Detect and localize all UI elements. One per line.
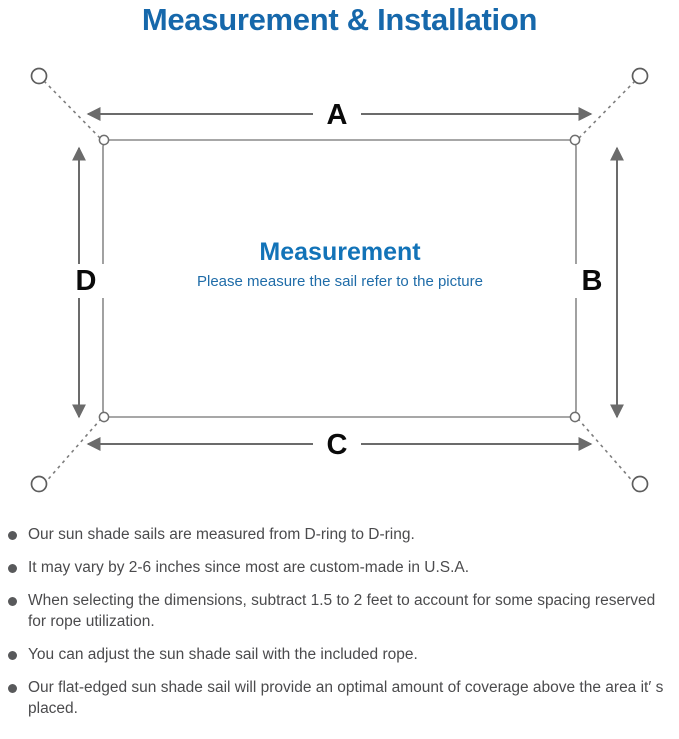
list-item: Our flat-edged sun shade sail will provi… — [0, 677, 679, 719]
d-ring-top-left — [98, 134, 110, 146]
rope-line-top-left — [43, 80, 101, 139]
list-item: It may vary by 2-6 inches since most are… — [0, 557, 679, 578]
d-ring-bottom-right — [569, 411, 581, 423]
bullet-icon — [8, 651, 17, 660]
note-text: You can adjust the sun shade sail with t… — [28, 646, 418, 663]
bullet-icon — [8, 684, 17, 693]
notes-list: Our sun shade sails are measured from D-… — [0, 524, 679, 731]
bullet-icon — [8, 564, 17, 573]
note-text: Our flat-edged sun shade sail will provi… — [28, 679, 664, 717]
list-item: Our sun shade sails are measured from D-… — [0, 524, 679, 545]
anchor-point-bottom-right — [631, 475, 649, 493]
note-text: When selecting the dimensions, subtract … — [28, 592, 656, 630]
bullet-icon — [8, 597, 17, 606]
dimension-label-b: B — [570, 264, 614, 298]
d-rings — [98, 134, 581, 423]
anchor-point-bottom-left — [30, 475, 48, 493]
anchor-points — [30, 67, 649, 493]
sail-caption-heading: Measurement — [259, 238, 421, 266]
dimension-label-a: A — [313, 100, 361, 130]
sail-caption: Measurement Please measure the sail refe… — [104, 236, 576, 294]
measurement-diagram: A B C D Measurement Please measure the s… — [0, 48, 679, 516]
anchor-point-top-left — [30, 67, 48, 85]
sail-caption-subheading: Please measure the sail refer to the pic… — [197, 273, 483, 290]
list-item: When selecting the dimensions, subtract … — [0, 590, 679, 632]
rope-line-top-right — [578, 80, 636, 139]
rope-line-bottom-left — [43, 419, 101, 485]
anchor-point-top-right — [631, 67, 649, 85]
note-text: Our sun shade sails are measured from D-… — [28, 526, 415, 543]
dimension-label-c: C — [313, 430, 361, 460]
note-text: It may vary by 2-6 inches since most are… — [28, 559, 470, 576]
bullet-icon — [8, 531, 17, 540]
d-ring-top-right — [569, 134, 581, 146]
d-ring-bottom-left — [98, 411, 110, 423]
rope-lines — [43, 80, 636, 485]
list-item: You can adjust the sun shade sail with t… — [0, 644, 679, 665]
dimension-label-d: D — [64, 264, 108, 298]
rope-line-bottom-right — [578, 419, 636, 485]
page-title: Measurement & Installation — [141, 2, 538, 37]
